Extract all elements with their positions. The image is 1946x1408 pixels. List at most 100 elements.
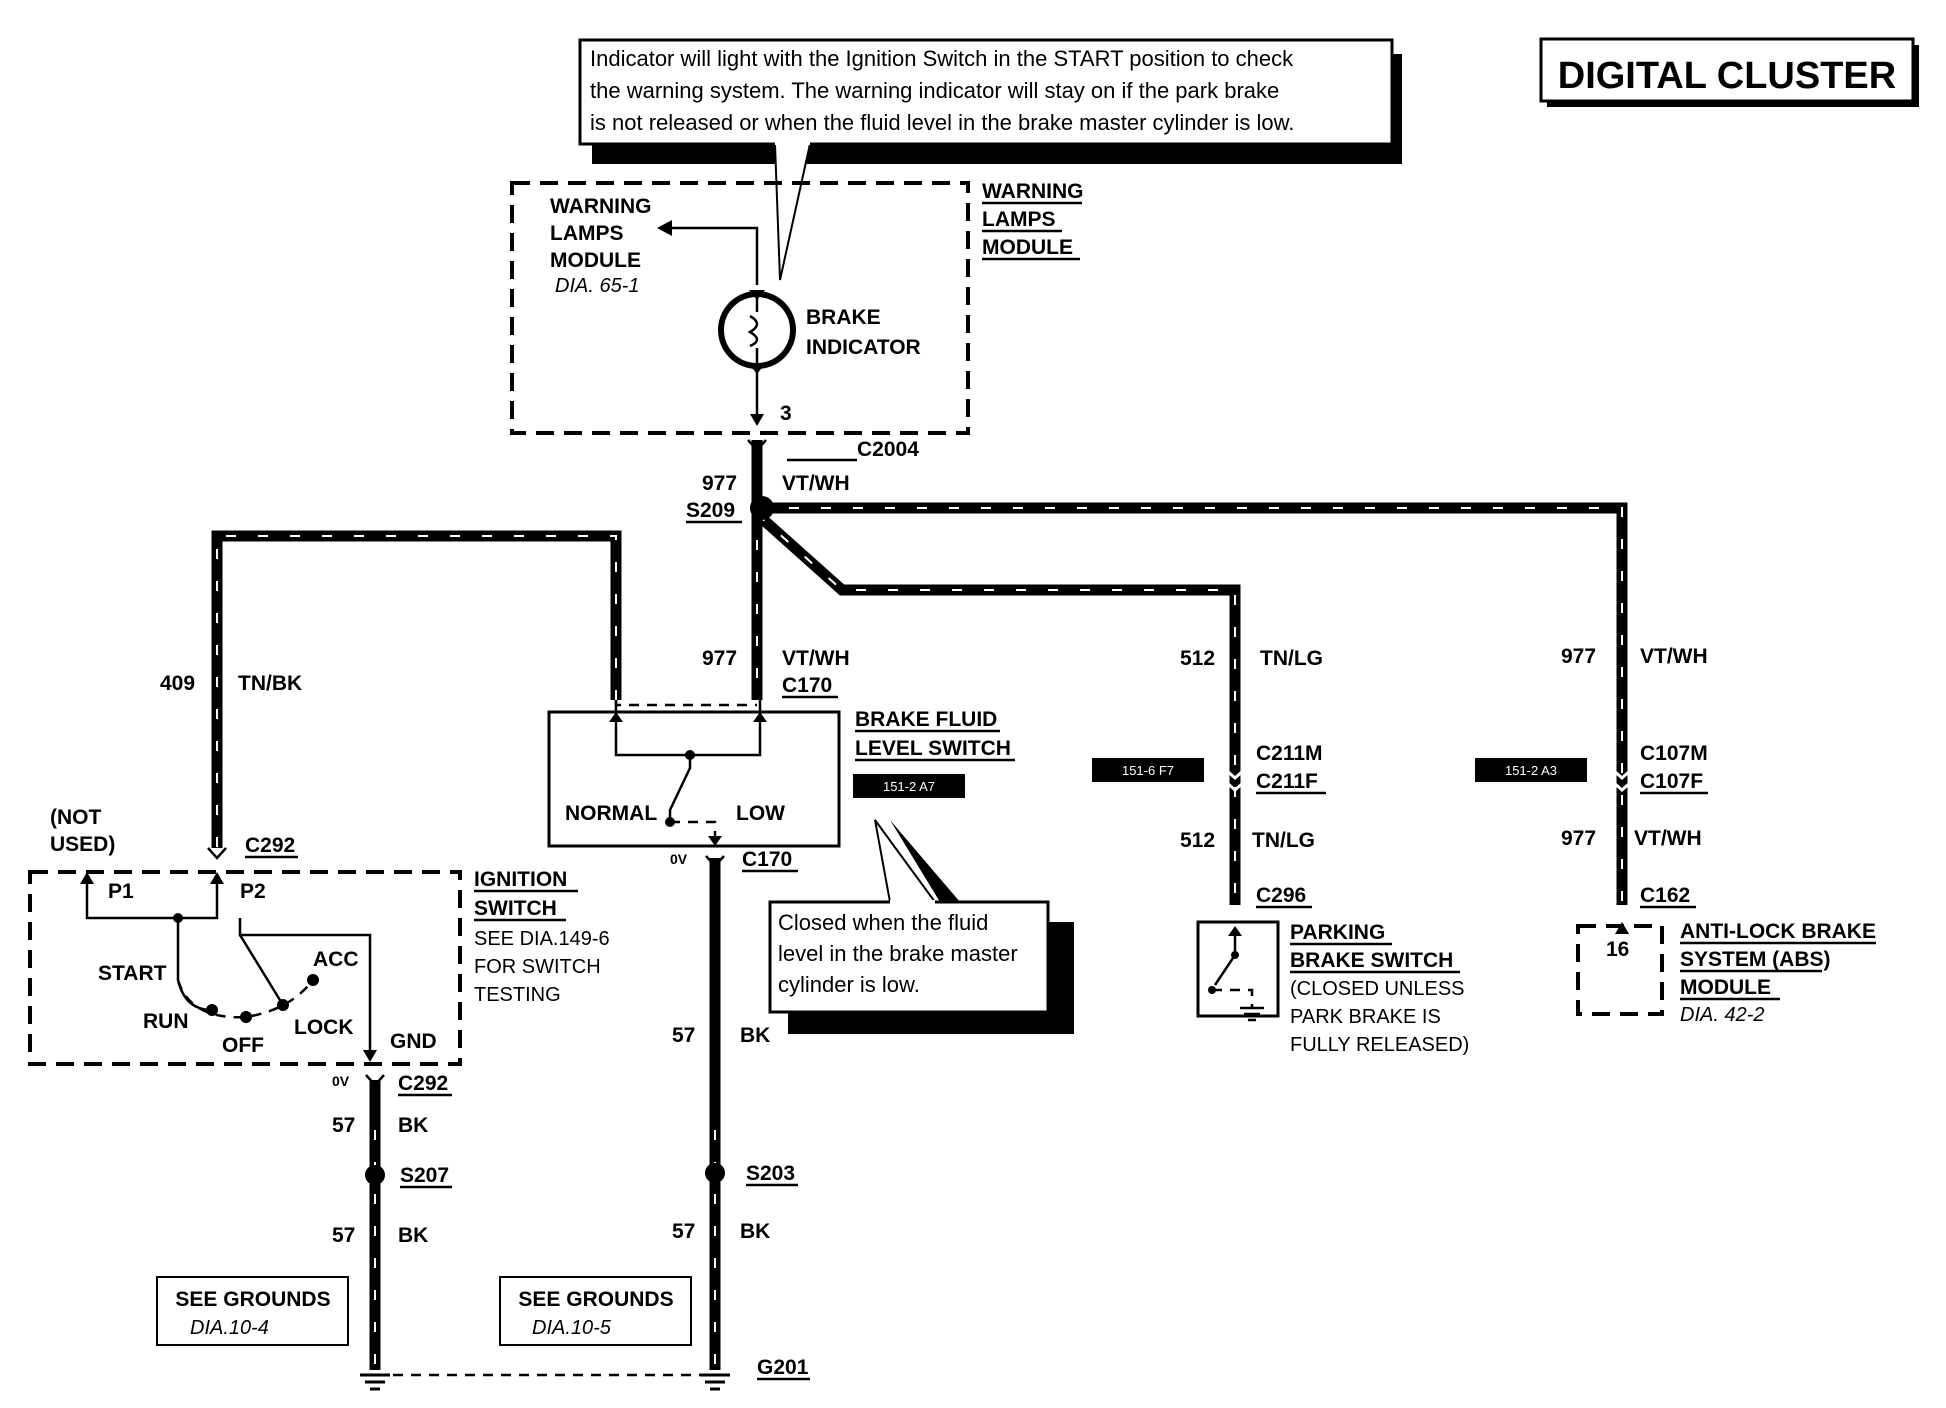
wire-vtwh-label-mid: VT/WH bbox=[782, 647, 850, 670]
callout-indicator: Indicator will light with the Ignition S… bbox=[578, 38, 1402, 281]
not-used-line-2: USED) bbox=[50, 833, 115, 856]
ignition-switch: P1 P2 START ACC RUN OFF LOCK GND bbox=[28, 870, 462, 1066]
connector-c211f-label: C211F bbox=[1256, 770, 1318, 793]
callout-indicator-line-1: Indicator will light with the Ignition S… bbox=[590, 46, 1294, 71]
wire-network bbox=[211, 439, 1628, 905]
fluid-switch-normal: NORMAL bbox=[565, 802, 657, 825]
zero-v-label-right: 0V bbox=[670, 851, 688, 867]
parking-ref-tag bbox=[1092, 758, 1204, 782]
wire-vtwh-label-top: VT/WH bbox=[782, 472, 850, 495]
abs-ref-tag-text: 151-2 A3 bbox=[1505, 763, 1557, 778]
warning-inner-line-2: LAMPS bbox=[550, 222, 624, 245]
splice-s207 bbox=[365, 1165, 385, 1185]
parking-note-3: FULLY RELEASED) bbox=[1290, 1034, 1469, 1056]
warning-inner-ref: DIA. 65-1 bbox=[555, 275, 639, 297]
splice-s203 bbox=[705, 1163, 725, 1183]
ground-right-ref: DIA.10-5 bbox=[532, 1317, 612, 1339]
brake-fluid-level-switch: NORMAL LOW bbox=[547, 700, 841, 848]
ground-right-icon bbox=[700, 1373, 730, 1391]
wire-tnbk-label: TN/BK bbox=[238, 672, 302, 695]
connector-c170-top-label: C170 bbox=[782, 674, 832, 697]
connector-c162-label: C162 bbox=[1640, 884, 1690, 907]
fluid-switch-title-2: LEVEL SWITCH bbox=[855, 737, 1011, 760]
warning-title-line-2: LAMPS bbox=[982, 208, 1056, 231]
callout-fluid-line-1: Closed when the fluid bbox=[778, 910, 988, 935]
ignition-gnd: GND bbox=[390, 1030, 437, 1053]
wire-977-label-mid: 977 bbox=[702, 647, 737, 670]
ground-box-right: SEE GROUNDS DIA.10-5 bbox=[499, 1276, 692, 1346]
fluid-switch-ref-tag bbox=[853, 774, 965, 798]
wire-bk-label-left-1: BK bbox=[398, 1114, 428, 1137]
abs-ref: DIA. 42-2 bbox=[1680, 1004, 1764, 1026]
ignition-run: RUN bbox=[143, 1010, 189, 1033]
ignition-acc: ACC bbox=[313, 948, 359, 971]
ignition-see-1: SEE DIA.149-6 bbox=[474, 928, 610, 950]
wire-tnlg-label-1: TN/LG bbox=[1260, 647, 1323, 670]
splice-s207-label: S207 bbox=[400, 1164, 449, 1187]
abs-title-1: ANTI-LOCK BRAKE bbox=[1680, 920, 1876, 943]
wire-512-label-2: 512 bbox=[1180, 829, 1215, 852]
ignition-p2: P2 bbox=[240, 880, 266, 903]
connector-c292-top-label: C292 bbox=[245, 834, 295, 857]
wire-bk-label-left-2: BK bbox=[398, 1224, 428, 1247]
ignition-start: START bbox=[98, 962, 167, 985]
parking-ref-tag-text: 151-6 F7 bbox=[1122, 763, 1174, 778]
splice-s209-label: S209 bbox=[686, 499, 735, 522]
ignition-see-3: TESTING bbox=[474, 984, 561, 1006]
callout-indicator-line-2: the warning system. The warning indicato… bbox=[590, 78, 1279, 103]
abs-pin-number: 16 bbox=[1606, 938, 1629, 961]
parking-brake-switch bbox=[1196, 920, 1280, 1022]
ground-left-title: SEE GROUNDS bbox=[175, 1288, 330, 1311]
ground-g201-label: G201 bbox=[757, 1356, 809, 1379]
not-used-line-1: (NOT bbox=[50, 806, 101, 829]
wire-57-label-right-1: 57 bbox=[672, 1024, 695, 1047]
splice-s203-label: S203 bbox=[746, 1162, 795, 1185]
abs-title-2: SYSTEM (ABS) bbox=[1680, 948, 1831, 971]
title-box: DIGITAL CLUSTER bbox=[1539, 37, 1919, 107]
wire-977-label-abs-2: 977 bbox=[1561, 827, 1596, 850]
callout-fluid-line-3: cylinder is low. bbox=[778, 972, 920, 997]
fluid-switch-title-1: BRAKE FLUID bbox=[855, 708, 997, 731]
wire-bk-label-right-1: BK bbox=[740, 1024, 770, 1047]
ignition-title-1: IGNITION bbox=[474, 868, 567, 891]
arrow-left-icon bbox=[657, 220, 672, 236]
parking-title-1: PARKING bbox=[1290, 921, 1385, 944]
splice-s209 bbox=[750, 496, 774, 520]
fluid-switch-ref-tag-text: 151-2 A7 bbox=[883, 779, 935, 794]
abs-title-3: MODULE bbox=[1680, 976, 1771, 999]
connector-c296-label: C296 bbox=[1256, 884, 1306, 907]
connector-c2004-label: C2004 bbox=[857, 438, 919, 461]
abs-module: 16 bbox=[1576, 922, 1664, 1016]
callout-indicator-line-3: is not released or when the fluid level … bbox=[590, 110, 1294, 135]
wire-tnlg-label-2: TN/LG bbox=[1252, 829, 1315, 852]
warning-inner-line-3: MODULE bbox=[550, 249, 641, 272]
warning-title-line-3: MODULE bbox=[982, 236, 1073, 259]
wire-57-label-left-1: 57 bbox=[332, 1114, 355, 1137]
wire-vtwh-label-abs-1: VT/WH bbox=[1640, 645, 1708, 668]
parking-note-2: PARK BRAKE IS bbox=[1290, 1006, 1441, 1028]
wire-977-label-abs-1: 977 bbox=[1561, 645, 1596, 668]
parking-title-2: BRAKE SWITCH bbox=[1290, 949, 1453, 972]
wire-977-label-top: 977 bbox=[702, 472, 737, 495]
connector-c292-bottom-label: C292 bbox=[398, 1072, 448, 1095]
connector-c107f-label: C107F bbox=[1640, 770, 1703, 793]
parking-ground-icon bbox=[1240, 1006, 1264, 1022]
callout-fluid: Closed when the fluid level in the brake… bbox=[768, 819, 1074, 1034]
connector-c170-bottom-label: C170 bbox=[742, 848, 792, 871]
ground-left-ref: DIA.10-4 bbox=[190, 1317, 269, 1339]
ground-left-icon bbox=[360, 1373, 390, 1391]
abs-ref-tag bbox=[1475, 758, 1587, 782]
wire-57-label-left-2: 57 bbox=[332, 1224, 355, 1247]
ignition-off: OFF bbox=[222, 1034, 264, 1057]
ignition-p1: P1 bbox=[108, 880, 134, 903]
ground-right-title: SEE GROUNDS bbox=[518, 1288, 673, 1311]
ignition-lock: LOCK bbox=[294, 1016, 354, 1039]
ground-box-left: SEE GROUNDS DIA.10-4 bbox=[156, 1276, 349, 1346]
wire-57-label-right-2: 57 bbox=[672, 1220, 695, 1243]
callout-fluid-line-2: level in the brake master bbox=[778, 941, 1018, 966]
ignition-see-2: FOR SWITCH bbox=[474, 956, 601, 978]
warning-lamps-module: WARNING LAMPS MODULE DIA. 65-1 BRAKE IND… bbox=[510, 181, 970, 435]
parking-note-1: (CLOSED UNLESS bbox=[1290, 978, 1465, 1000]
fluid-switch-low: LOW bbox=[736, 802, 785, 825]
